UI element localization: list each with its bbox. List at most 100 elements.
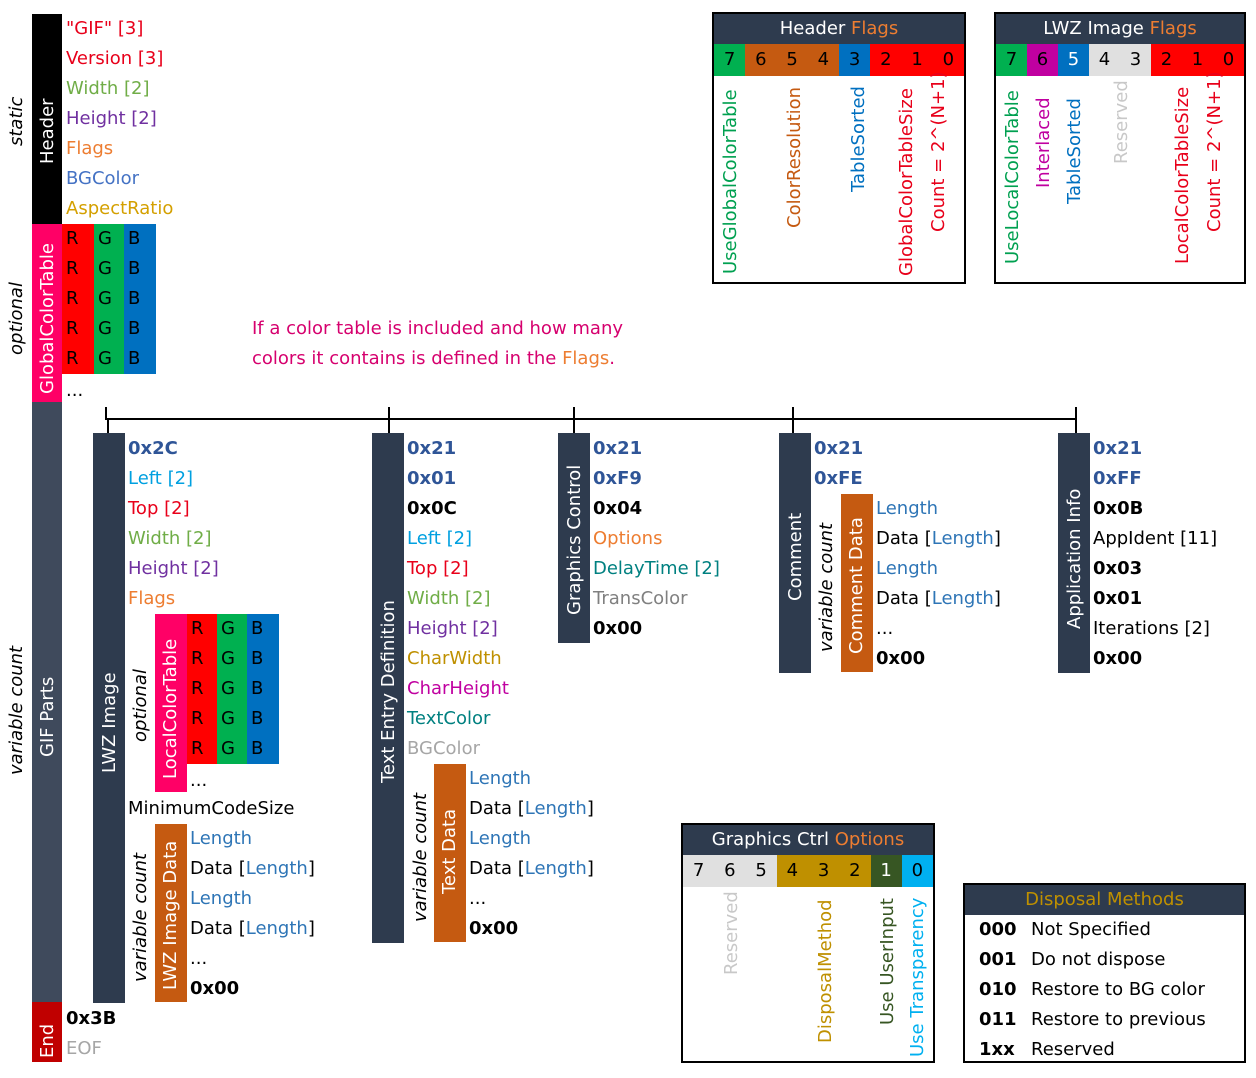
- color-cell-r: R: [191, 618, 204, 639]
- lwz-flags-box: LWZ Image Flags 7 6 5 4 3 2 1 0 UseLocal…: [994, 12, 1246, 284]
- text-height: Height [2]: [407, 618, 498, 639]
- text-data-length-2: Length: [469, 828, 532, 849]
- lwz-interlaced: Interlaced: [1033, 97, 1054, 188]
- app-ident: AppIdent [11]: [1093, 528, 1218, 549]
- lwz-table-sorted: TableSorted: [1064, 98, 1085, 204]
- comment-data-bar: Comment Data: [841, 494, 873, 672]
- text-data-2-post: ]: [586, 858, 594, 879]
- parts-bracket-line: [105, 418, 1077, 420]
- comment-data-1-pre: Data [: [876, 528, 932, 549]
- color-cell-g: G: [98, 228, 112, 249]
- lwz-bit-3: 3: [1120, 44, 1151, 76]
- comment-data-2-post: ]: [993, 588, 1001, 609]
- lwz-data-2-len: Length: [245, 918, 308, 939]
- header-use-global-color-table: UseGlobalColorTable: [720, 89, 741, 274]
- text-data-1-post: ]: [586, 798, 594, 819]
- lwz-data-1-pre: Data [: [190, 858, 246, 879]
- local-g-column: [217, 614, 247, 764]
- lwz-data-1: Data [Length]: [190, 854, 315, 884]
- lwz-height: Height [2]: [128, 558, 219, 579]
- gfx-trans-color: TransColor: [593, 588, 688, 609]
- header-bit-2: 2: [870, 44, 902, 76]
- note-line-2: colors it contains is defined in the Fla…: [252, 344, 615, 374]
- gfx-bit-4: 4: [776, 855, 808, 887]
- lwz-bit-7: 7: [996, 44, 1027, 76]
- text-data-label: Text Data: [439, 808, 460, 894]
- lwz-data-length-1: Length: [190, 828, 253, 849]
- text-0x0c: 0x0C: [407, 498, 457, 519]
- disposal-description: Not Specified: [1031, 919, 1151, 940]
- text-left: Left [2]: [407, 528, 473, 549]
- height-field: Height [2]: [66, 108, 157, 129]
- gfx-bit-7: 7: [683, 855, 715, 887]
- comment-variable-count-label: variable count: [816, 522, 837, 652]
- optional-label: optional: [6, 282, 27, 355]
- text-color: TextColor: [407, 708, 491, 729]
- gfx-bit-0: 0: [901, 855, 933, 887]
- color-cell-r: R: [191, 678, 204, 699]
- lwz-bit-5: 5: [1058, 44, 1089, 76]
- text-entry-bar: Text Entry Definition: [372, 433, 404, 943]
- bracket-tick-3: [573, 407, 575, 433]
- text-width: Width [2]: [407, 588, 491, 609]
- color-cell-r: R: [191, 648, 204, 669]
- text-char-width: CharWidth: [407, 648, 502, 669]
- text-data-1-pre: Data [: [469, 798, 525, 819]
- text-data-1: Data [Length]: [469, 794, 594, 824]
- text-bgcolor: BGColor: [407, 738, 480, 759]
- app-iterations: Iterations [2]: [1093, 618, 1210, 639]
- bracket-tick-2: [388, 407, 390, 433]
- gif-parts-bar: GIF Parts: [32, 402, 62, 1002]
- comment-data-2-len: Length: [931, 588, 994, 609]
- header-bit-5: 5: [776, 44, 808, 76]
- lwz-variable-count-label: variable count: [130, 852, 151, 982]
- app-terminator: 0x00: [1093, 648, 1143, 669]
- graphics-options-title: Graphics Ctrl Options: [683, 825, 933, 855]
- header-table-sorted: TableSorted: [848, 86, 869, 192]
- version-field: Version [3]: [66, 48, 164, 69]
- graphics-options-title-opts: Options: [834, 829, 905, 850]
- comment-data-1-len: Length: [931, 528, 994, 549]
- disposal-code: 1xx: [979, 1039, 1015, 1060]
- note-text: colors it contains is defined in the: [252, 348, 563, 369]
- header-global-color-table-size: GlobalColorTableSize: [896, 88, 917, 276]
- disposal-methods-title: Disposal Methods: [965, 885, 1244, 915]
- text-0x01: 0x01: [407, 468, 457, 489]
- graphics-control-label: Graphics Control: [564, 464, 585, 615]
- header-section-label: Header: [37, 98, 58, 164]
- lwz-flags-title: LWZ Image Flags: [996, 14, 1244, 44]
- comment-bar: Comment: [779, 433, 811, 673]
- local-color-table-bar: LocalColorTable: [155, 614, 187, 792]
- header-bit-3: 3: [839, 44, 871, 76]
- flags-field: Flags: [66, 138, 114, 159]
- text-data-2-len: Length: [524, 858, 587, 879]
- disposal-code: 011: [979, 1009, 1017, 1030]
- comment-data-1: Data [Length]: [876, 524, 1001, 554]
- disposal-code: 001: [979, 949, 1017, 970]
- lwz-local-color-table-size: LocalColorTableSize: [1172, 86, 1193, 264]
- color-cell-g: G: [98, 318, 112, 339]
- lwz-data-1-post: ]: [307, 858, 315, 879]
- lwz-data-2-post: ]: [307, 918, 315, 939]
- gfx-bit-1: 1: [870, 855, 902, 887]
- width-field: Width [2]: [66, 78, 150, 99]
- note-flags-word: Flags: [562, 348, 610, 369]
- text-data-length-1: Length: [469, 768, 532, 789]
- lwz-bit-1: 1: [1182, 44, 1213, 76]
- gfx-0xf9: 0xF9: [593, 468, 642, 489]
- note-period: .: [609, 348, 616, 369]
- gfx-0x21: 0x21: [593, 438, 643, 459]
- color-cell-b: B: [128, 318, 141, 339]
- comment-data-terminator: 0x00: [876, 648, 926, 669]
- lwz-image-label: LWZ Image: [99, 672, 120, 773]
- text-char-height: CharHeight: [407, 678, 509, 699]
- gfx-options: Options: [593, 528, 663, 549]
- text-data-bar: Text Data: [434, 764, 466, 942]
- global-g-column: [94, 224, 124, 374]
- text-0x21: 0x21: [407, 438, 457, 459]
- header-flags-bits: 7 6 5 4 3 2 1 0: [714, 44, 964, 76]
- bracket-tick-5: [1075, 407, 1077, 433]
- aspect-ratio-field: AspectRatio: [66, 198, 174, 219]
- static-label: static: [6, 96, 27, 146]
